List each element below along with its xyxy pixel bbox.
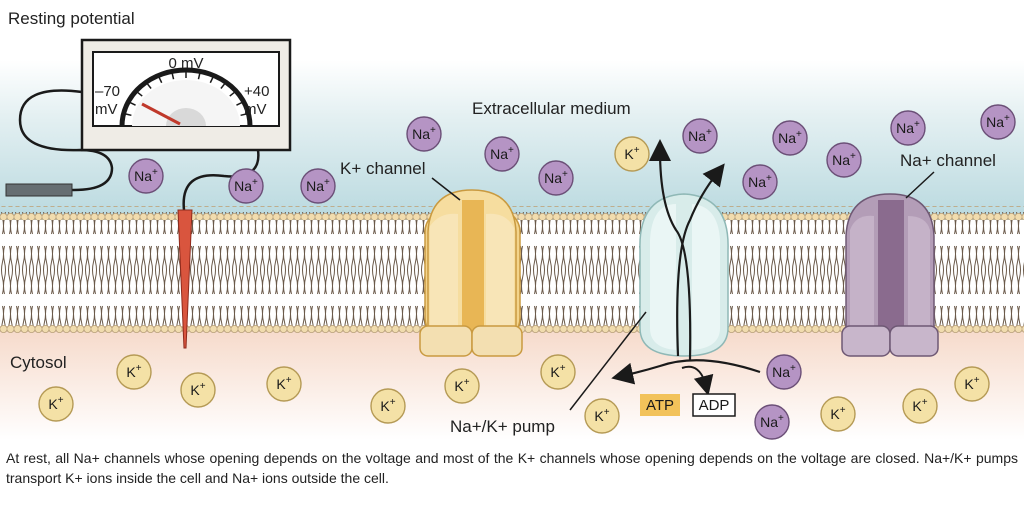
dial-tick xyxy=(128,101,136,106)
atp-box xyxy=(640,394,680,416)
ions-layer: Na+ Na+ Na+ Na+ Na+ Na+ Na+ Na+ Na+ Na+ Na+ Na+ Na+ N… xyxy=(38,104,1016,440)
dial-tick xyxy=(145,81,152,89)
na-ion: Na+ xyxy=(742,164,778,200)
na-ion: Na+ xyxy=(980,104,1016,140)
na-ion-label: Na+ xyxy=(760,413,784,430)
na-ion: Na+ xyxy=(300,168,336,204)
k-ion-label: K+ xyxy=(594,407,609,424)
voltmeter-mid-label: 0 mV xyxy=(168,55,203,72)
k-ion: K+ xyxy=(584,398,620,434)
k-ion: K+ xyxy=(540,354,576,390)
na-ion-label: Na+ xyxy=(544,169,568,186)
k-ion: K+ xyxy=(116,354,152,390)
pump-label: Na+/K+ pump xyxy=(450,417,555,436)
recording-electrode xyxy=(177,209,193,349)
na-ion-label: Na+ xyxy=(832,151,856,168)
na-ion-label: Na+ xyxy=(772,363,796,380)
dial-tick xyxy=(209,75,215,84)
k-ion-label: K+ xyxy=(912,397,927,414)
dial-tick xyxy=(240,112,249,117)
na-ion-label: Na+ xyxy=(412,125,436,142)
na-ion: Na+ xyxy=(766,354,802,390)
k-ion: K+ xyxy=(266,366,302,402)
voltmeter-wire xyxy=(18,89,114,192)
k-ion-label: K+ xyxy=(380,397,395,414)
na-ion: Na+ xyxy=(890,110,926,146)
k-ion: K+ xyxy=(614,136,650,172)
dial-tick xyxy=(220,81,227,89)
k-ion-label: K+ xyxy=(454,377,469,394)
na-ion-label: Na+ xyxy=(688,127,712,144)
dial-tick xyxy=(157,75,163,84)
na-channel-label: Na+ channel xyxy=(900,151,996,170)
na-ion-label: Na+ xyxy=(234,177,258,194)
na-ion: Na+ xyxy=(772,120,808,156)
k-ion-label: K+ xyxy=(190,381,205,398)
dial-tick xyxy=(135,90,143,97)
dial-tick xyxy=(236,101,244,106)
ground-electrode xyxy=(5,183,73,197)
na-ion: Na+ xyxy=(228,168,264,204)
na-ion: Na+ xyxy=(826,142,862,178)
diagram-title: Resting potential xyxy=(8,9,135,28)
voltmeter-min-value: –70 xyxy=(95,83,120,100)
k-channel-leader xyxy=(431,177,461,201)
k-ion-label: K+ xyxy=(624,145,639,162)
dial-tick xyxy=(123,112,132,117)
k-ion-label: K+ xyxy=(964,375,979,392)
k-ion: K+ xyxy=(444,368,480,404)
voltmeter xyxy=(5,38,292,211)
k-ion-label: K+ xyxy=(126,363,141,380)
k-ion: K+ xyxy=(954,366,990,402)
na-ion: Na+ xyxy=(128,158,164,194)
na-channel-leader xyxy=(905,171,935,199)
na-ion: Na+ xyxy=(538,160,574,196)
k-channel xyxy=(419,189,523,357)
na-channel xyxy=(841,193,939,357)
dial-ticks xyxy=(122,70,250,127)
k-ion: K+ xyxy=(180,372,216,408)
pump-leader xyxy=(569,311,647,411)
k-ion-label: K+ xyxy=(550,363,565,380)
atp-label: ATP xyxy=(646,397,674,414)
cytosol-label: Cytosol xyxy=(10,353,67,372)
na-ion: Na+ xyxy=(484,136,520,172)
na-ion: Na+ xyxy=(754,404,790,440)
na-k-pump xyxy=(611,139,761,396)
na-ion-label: Na+ xyxy=(306,177,330,194)
voltmeter-max-value: +40 xyxy=(244,83,269,100)
k-channel-label: K+ channel xyxy=(340,159,426,178)
k-ion: K+ xyxy=(370,388,406,424)
k-ion-label: K+ xyxy=(830,405,845,422)
adp-box xyxy=(692,393,736,417)
na-ion-label: Na+ xyxy=(778,129,802,146)
caption: At rest, all Na+ channels whose opening … xyxy=(6,450,1018,486)
k-ion: K+ xyxy=(820,396,856,432)
k-ion-label: K+ xyxy=(48,395,63,412)
na-ion-label: Na+ xyxy=(896,119,920,136)
k-ion: K+ xyxy=(38,386,74,422)
k-ion: K+ xyxy=(902,388,938,424)
dial-tick xyxy=(229,90,237,97)
voltmeter-max-unit: mV xyxy=(244,101,267,118)
dial-tick xyxy=(171,71,175,80)
extracellular-label: Extracellular medium xyxy=(472,99,631,118)
dial-tick xyxy=(197,71,201,80)
adp-label: ADP xyxy=(699,397,730,414)
na-ion-label: Na+ xyxy=(986,113,1010,130)
na-ion: Na+ xyxy=(406,116,442,152)
electrode-wire xyxy=(182,149,260,211)
na-ion: Na+ xyxy=(682,118,718,154)
voltmeter-min-unit: mV xyxy=(95,101,118,118)
voltmeter-needle xyxy=(141,102,181,126)
k-ion-label: K+ xyxy=(276,375,291,392)
na-ion-label: Na+ xyxy=(490,145,514,162)
na-ion-label: Na+ xyxy=(748,173,772,190)
na-ion-label: Na+ xyxy=(134,167,158,184)
